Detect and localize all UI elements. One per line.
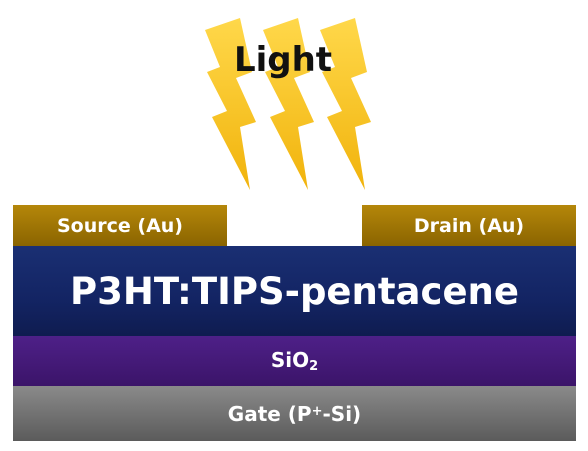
lightning-bolt-icon	[263, 18, 314, 190]
gate-layer: Gate (P+-Si)	[13, 386, 576, 441]
semiconductor-layer: P3HT:TIPS-pentacene	[13, 246, 576, 336]
gate-label-prefix: Gate (P	[227, 401, 312, 426]
dielectric-label-subscript: 2	[309, 359, 319, 374]
dielectric-layer: SiO2	[13, 336, 576, 386]
dielectric-label-base: SiO	[270, 348, 310, 372]
lightning-bolt-icon	[320, 18, 371, 190]
source-label: Source (Au)	[57, 214, 183, 237]
gate-label-suffix: -Si)	[322, 401, 362, 426]
drain-electrode: Drain (Au)	[362, 205, 576, 246]
lightning-bolt-icon	[205, 18, 256, 190]
source-electrode: Source (Au)	[13, 205, 227, 246]
light-label: Light	[233, 40, 333, 80]
drain-label: Drain (Au)	[413, 214, 525, 237]
lightning-bolts	[205, 18, 371, 190]
semiconductor-label: P3HT:TIPS-pentacene	[69, 269, 519, 313]
gate-label-superscript: +	[311, 403, 323, 419]
light-illustration: Light	[0, 0, 588, 200]
dielectric-label: SiO2	[271, 348, 318, 374]
gate-label: Gate (P+-Si)	[228, 402, 361, 426]
